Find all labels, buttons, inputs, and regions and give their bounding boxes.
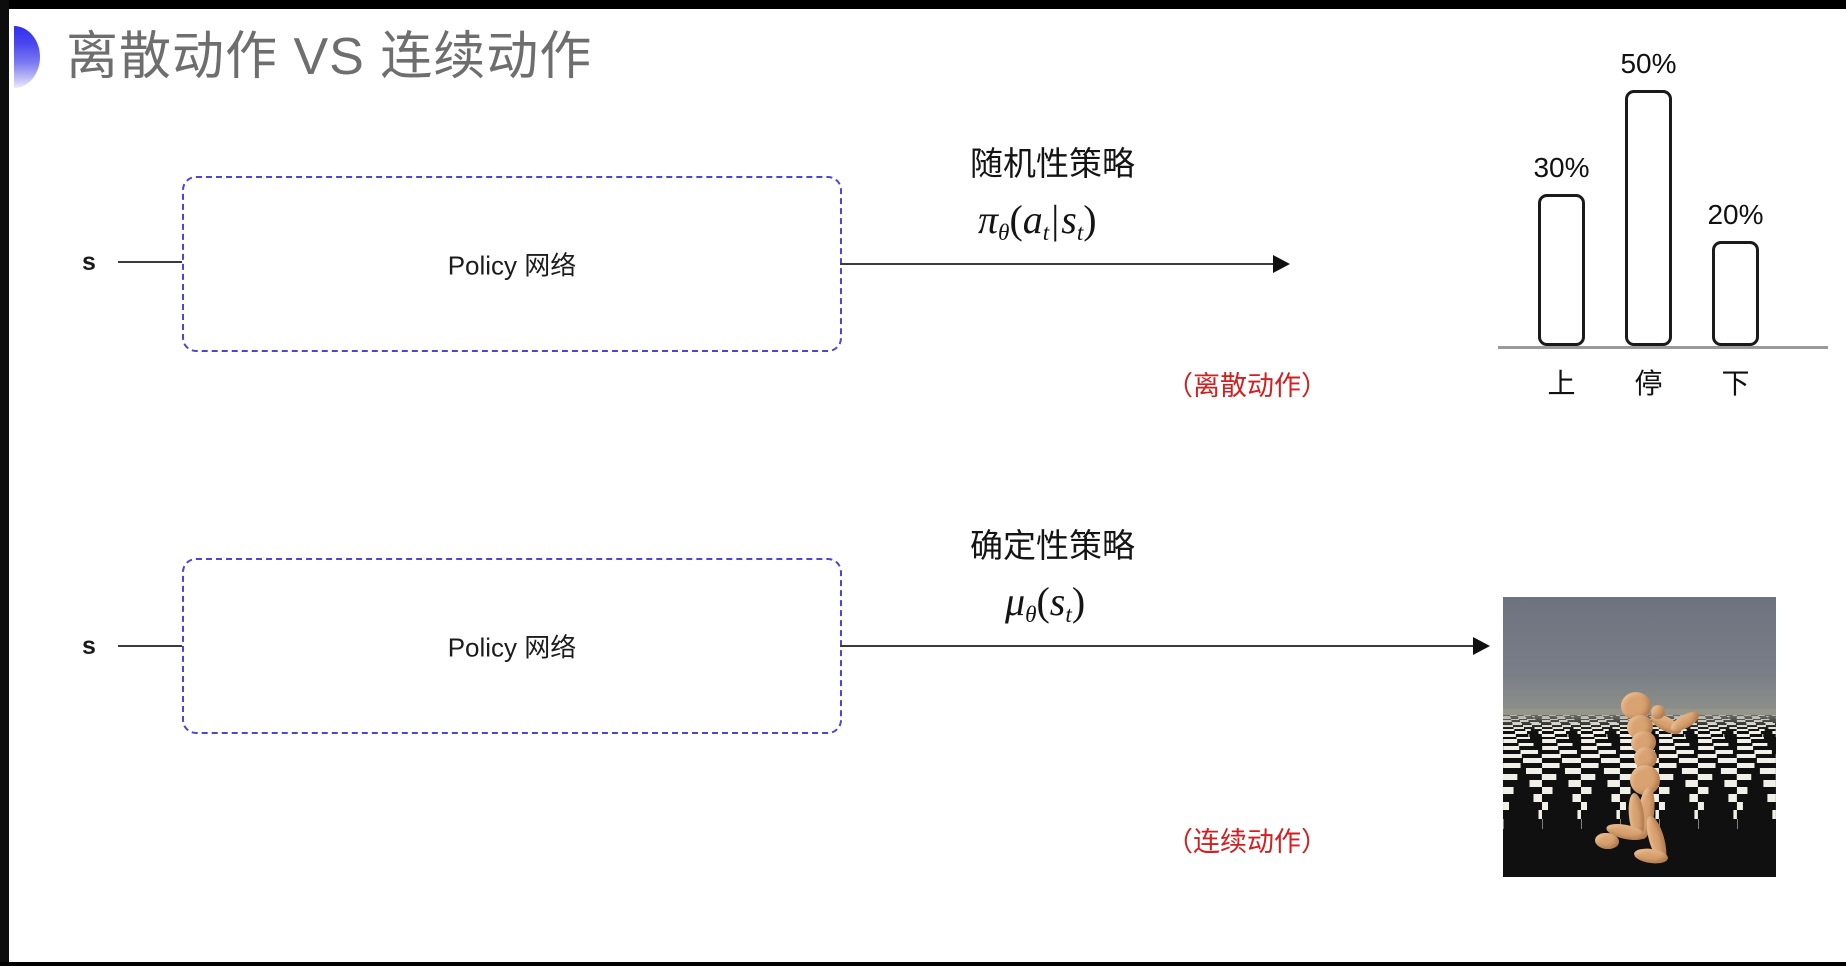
- action-type-note-discrete: （离散动作）: [1166, 364, 1328, 403]
- state-label-continuous: s: [82, 632, 96, 661]
- bar-rect-1: [1625, 90, 1672, 346]
- formula-arg2-subscript: t: [1077, 220, 1083, 246]
- title-bullet-decoration: [14, 26, 40, 88]
- bar-value-label-0: 30%: [1516, 152, 1607, 184]
- formula-theta-subscript-2: θ: [1025, 602, 1036, 628]
- letterbox-top-bar: [0, 0, 1846, 9]
- output-arrow-continuous: [840, 645, 1488, 647]
- action-type-note-continuous: （连续动作）: [1166, 820, 1328, 859]
- formula-arg1-subscript: t: [1043, 220, 1049, 246]
- formula-close-paren: ): [1083, 197, 1096, 242]
- policy-type-title-discrete: 随机性策略: [970, 137, 1135, 185]
- formula-function-symbol-2: μ: [1005, 579, 1025, 624]
- bar-value-label-2: 20%: [1690, 199, 1781, 231]
- formula-open-paren: (: [1009, 197, 1022, 242]
- bar-rect-0: [1538, 194, 1585, 346]
- policy-box-label-continuous: Policy 网络: [184, 628, 840, 665]
- formula-arg1-subscript-2: t: [1065, 602, 1071, 628]
- letterbox-left-bar: [0, 0, 9, 966]
- humanoid-hand: [1651, 705, 1665, 719]
- formula-arg1-2: s: [1050, 579, 1066, 624]
- bar-category-label-1: 停: [1603, 362, 1694, 402]
- bar-value-label-1: 50%: [1603, 48, 1694, 80]
- state-label-discrete: s: [82, 248, 96, 277]
- formula-arg1: a: [1023, 197, 1043, 242]
- bar-category-label-0: 上: [1516, 362, 1607, 402]
- bar-rect-2: [1712, 241, 1759, 346]
- policy-network-box-discrete[interactable]: Policy 网络: [182, 176, 842, 352]
- policy-box-label-discrete: Policy 网络: [184, 246, 840, 283]
- policy-network-box-continuous[interactable]: Policy 网络: [182, 558, 842, 734]
- formula-function-symbol: π: [978, 197, 998, 242]
- formula-deterministic-policy: μθ(st): [1005, 578, 1085, 625]
- floor-row: [1503, 864, 1776, 877]
- letterbox-bottom-bar: [0, 962, 1846, 966]
- page-title: 离散动作 VS 连续动作: [66, 24, 592, 90]
- output-arrow-discrete: [840, 263, 1288, 265]
- formula-arg2: s: [1061, 197, 1077, 242]
- formula-stochastic-policy: πθ(at|st): [978, 196, 1097, 243]
- formula-conditional-bar: |: [1049, 197, 1061, 242]
- formula-theta-subscript: θ: [998, 220, 1009, 246]
- humanoid-simulation-image: [1503, 597, 1776, 877]
- formula-close-paren-2: ): [1072, 579, 1085, 624]
- action-probability-bar-chart: 30% 上 50% 停 20% 下: [1498, 96, 1828, 396]
- formula-open-paren-2: (: [1036, 579, 1049, 624]
- chart-x-axis: [1498, 346, 1828, 349]
- bar-category-label-2: 下: [1690, 362, 1781, 402]
- policy-type-title-continuous: 确定性策略: [970, 519, 1135, 567]
